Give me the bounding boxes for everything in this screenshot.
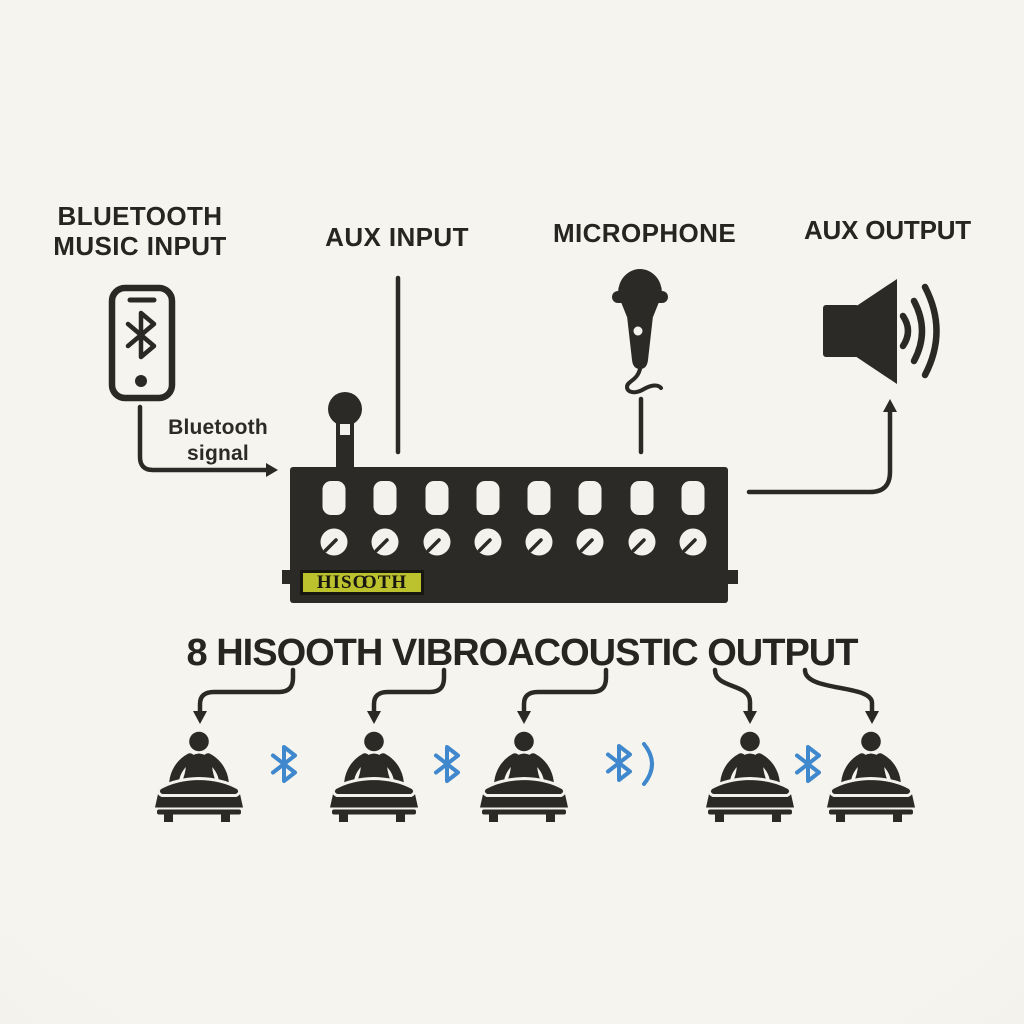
sound-wave-3-icon (921, 283, 940, 379)
aux-output-arrow (746, 399, 897, 495)
phone-bluetooth-icon (108, 284, 176, 402)
bluetooth-signal-label: Bluetooth signal (148, 415, 288, 467)
bluetooth-music-input-label: BLUETOOTH MUSIC INPUT (30, 201, 250, 261)
bluetooth-link-icon (795, 745, 821, 783)
meditator-figure (330, 732, 418, 822)
brand-suffix: TH (377, 572, 408, 593)
sound-wave-2-icon (910, 297, 926, 365)
brand-prefix: HIS (316, 572, 353, 593)
bluetooth-signal-line1: Bluetooth (168, 416, 268, 439)
speaker-icon (823, 279, 940, 384)
bluetooth-link-icon (271, 745, 297, 783)
bluetooth-music-input-line2: MUSIC INPUT (53, 231, 227, 261)
meditator-figure (480, 732, 568, 822)
antenna-icon (328, 392, 362, 426)
bluetooth-link-icon (434, 745, 460, 783)
meditator-figure (827, 732, 915, 822)
meditator-figure (155, 732, 243, 822)
output-arrow-1 (193, 667, 296, 724)
aux-output-label: AUX OUTPUT (803, 215, 971, 245)
aux-input-label: AUX INPUT (325, 222, 469, 252)
microphone-label: MICROPHONE (552, 218, 737, 248)
sound-wave-1-icon (899, 312, 912, 350)
vibroacoustic-output-title: 8 HISOOTH VIBROACOUSTIC OUTPUT (186, 632, 859, 674)
mixer-device (282, 392, 738, 603)
bluetooth-signal-arrow (137, 404, 278, 477)
brand-o1: O (352, 572, 369, 593)
meditator-figure (706, 732, 794, 822)
output-arrow-2 (367, 667, 447, 724)
output-arrow-5 (802, 667, 879, 724)
microphone-icon (612, 269, 668, 395)
bluetooth-broadcast-icon (606, 742, 654, 786)
phone-bluetooth-glyph-icon (125, 310, 157, 360)
bluetooth-music-input-line1: BLUETOOTH (57, 201, 223, 231)
mixer-chassis (290, 467, 728, 603)
output-arrow-3 (517, 667, 609, 724)
output-arrow-4 (712, 667, 757, 724)
bluetooth-signal-line2: signal (187, 442, 249, 465)
brand-o2: O (361, 572, 378, 593)
